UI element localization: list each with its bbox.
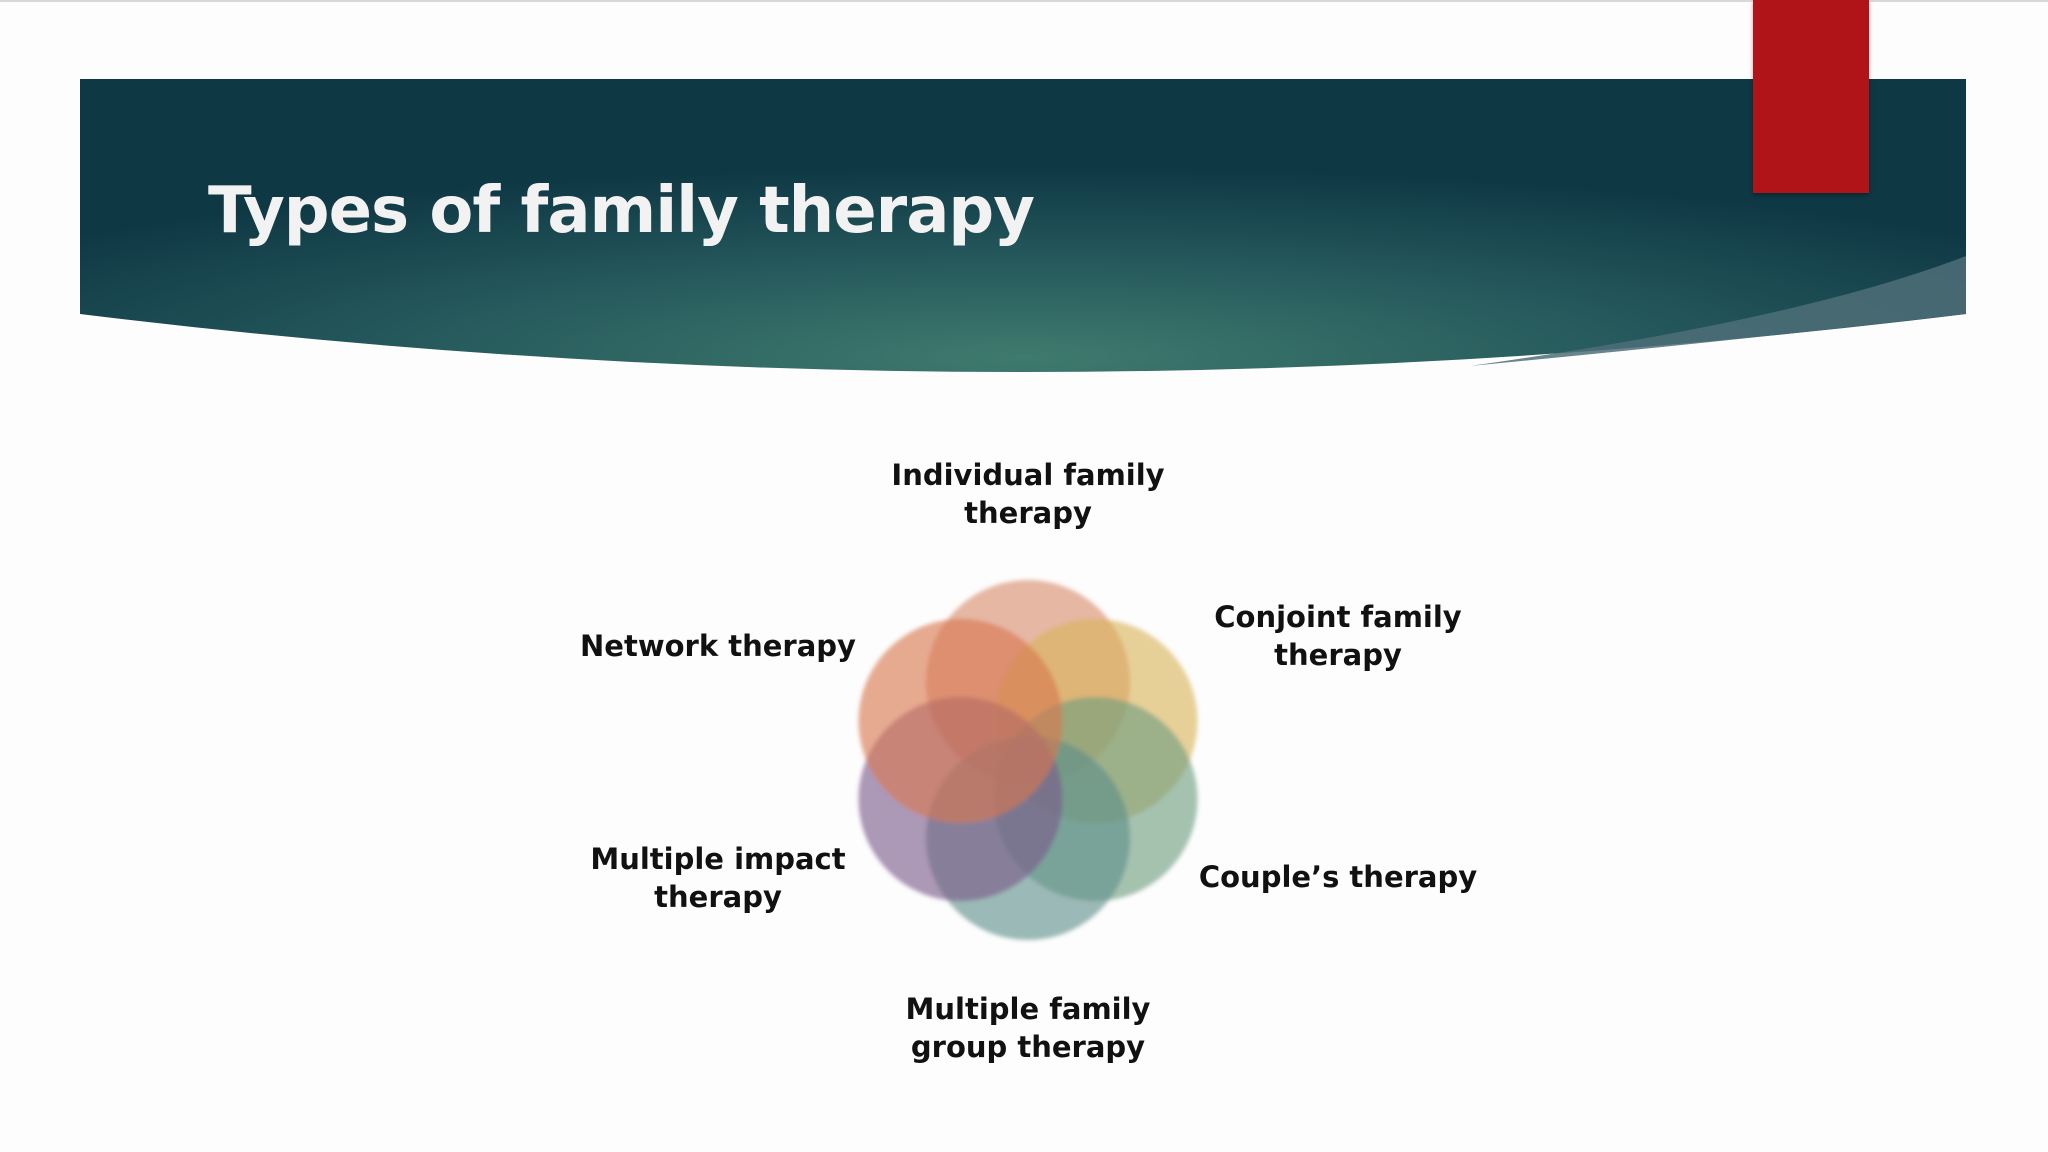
label-line: Individual family xyxy=(891,458,1165,492)
label-line: therapy xyxy=(654,880,782,914)
label-multiple-impact-therapy: Multiple impact therapy xyxy=(560,840,876,916)
label-line: Network therapy xyxy=(580,629,856,663)
slide-title: Types of family therapy xyxy=(208,174,1035,248)
label-line: Multiple impact xyxy=(590,842,846,876)
venn-circle-network xyxy=(858,619,1063,823)
header-shape xyxy=(80,79,1966,372)
label-line: Couple’s therapy xyxy=(1198,860,1478,894)
label-line: group therapy xyxy=(910,1030,1146,1064)
label-conjoint-family-therapy: Conjoint family therapy xyxy=(1180,598,1496,674)
label-individual-family-therapy: Individual family therapy xyxy=(870,456,1186,532)
label-multiple-family-group-therapy: Multiple family group therapy xyxy=(870,990,1186,1066)
label-couples-therapy: Couple’s therapy xyxy=(1180,858,1496,896)
accent-tab xyxy=(1753,0,1869,193)
label-line: Multiple family xyxy=(905,992,1151,1026)
top-border xyxy=(0,0,2048,2)
venn-diagram xyxy=(858,580,1198,940)
header-swoosh xyxy=(1470,256,1966,366)
label-line: therapy xyxy=(1274,638,1402,672)
label-line: therapy xyxy=(964,496,1092,530)
header-banner xyxy=(80,79,1966,372)
label-line: Conjoint family xyxy=(1214,600,1462,634)
label-network-therapy: Network therapy xyxy=(560,627,876,665)
